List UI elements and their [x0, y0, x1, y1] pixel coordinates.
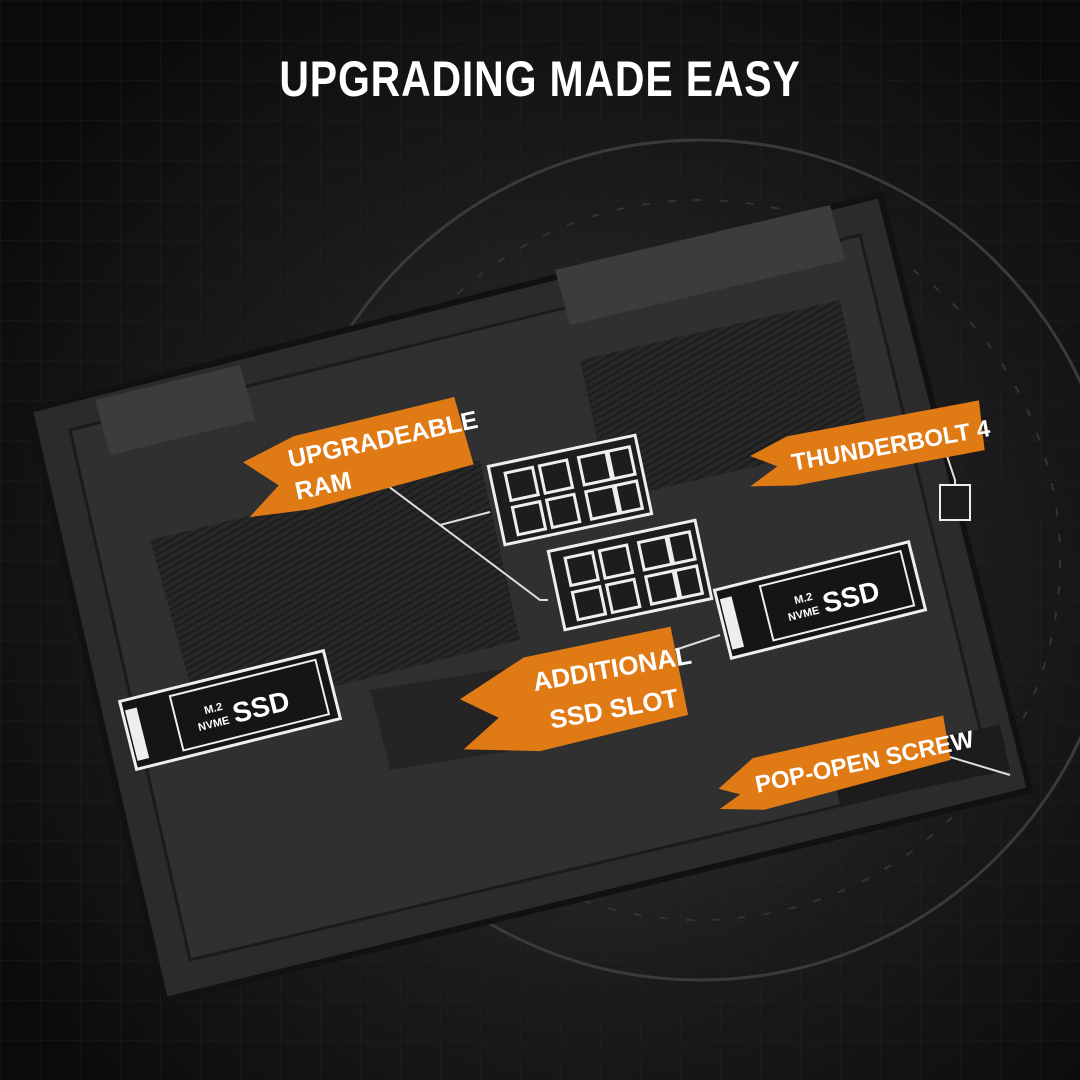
ram-module-2 [546, 518, 714, 632]
ram-module-1 [486, 433, 654, 547]
ssd-form-factor: M.2 [203, 701, 224, 717]
headline: UPGRADING MADE EASY [279, 51, 801, 107]
vent [555, 205, 845, 325]
ssd-card-right: M.2 NVME SSD [712, 540, 928, 660]
callout-additional-ssd-slot: ADDITIONAL SSD SLOT [459, 626, 694, 752]
hex-grille [150, 460, 520, 720]
ssd-card-left: M.2 NVME SSD [117, 648, 343, 772]
thunderbolt-port [939, 484, 971, 521]
ssd-form-factor: M.2 [793, 591, 814, 607]
vent [95, 365, 255, 455]
